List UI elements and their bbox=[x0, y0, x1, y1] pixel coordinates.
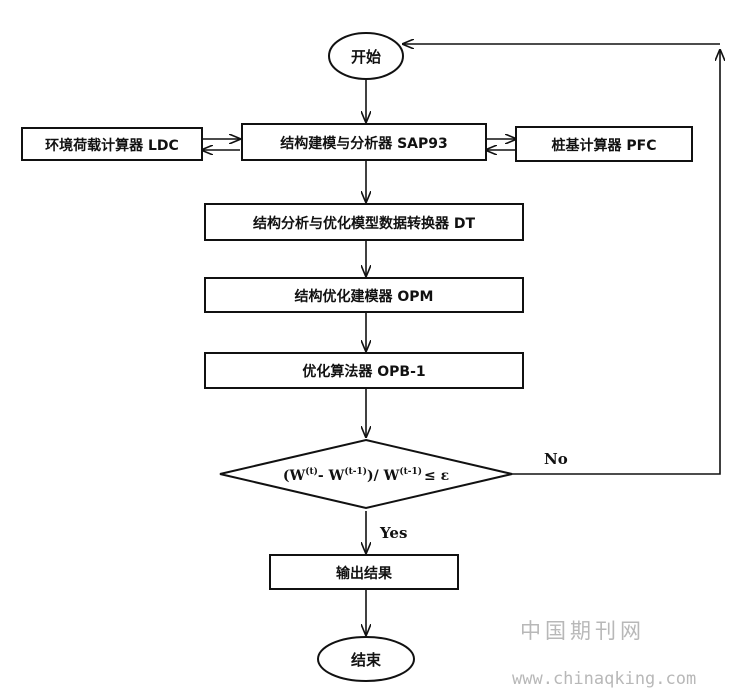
yes-label: Yes bbox=[379, 524, 407, 542]
pfc-label: 桩基计算器 PFC bbox=[552, 137, 657, 154]
sap-label: 结构建模与分析器 SAP93 bbox=[280, 135, 448, 152]
condition-sup1: (t) bbox=[305, 466, 318, 477]
condition-node: (W(t)- W(t-1))/ W(t-1)≤ ε bbox=[219, 438, 513, 510]
ldc-node: 环境荷载计算器 LDC bbox=[21, 127, 203, 161]
no-label: No bbox=[544, 450, 568, 468]
output-label: 输出结果 bbox=[336, 565, 393, 582]
start-node: 开始 bbox=[328, 32, 404, 80]
condition-label: (W(t)- W(t-1))/ W(t-1)≤ ε bbox=[283, 466, 449, 484]
opm-label: 结构优化建模器 OPM bbox=[295, 288, 434, 305]
condition-minus: - W bbox=[318, 468, 345, 484]
condition-sup2: (t-1) bbox=[344, 466, 367, 477]
condition-slash: )/ W bbox=[367, 468, 400, 484]
output-node: 输出结果 bbox=[269, 554, 459, 590]
dt-label: 结构分析与优化模型数据转换器 DT bbox=[253, 215, 475, 232]
opb-node: 优化算法器 OPB-1 bbox=[204, 352, 524, 389]
connectors bbox=[202, 44, 720, 635]
condition-sup3: (t-1) bbox=[399, 466, 422, 477]
pfc-node: 桩基计算器 PFC bbox=[515, 126, 693, 162]
sap-node: 结构建模与分析器 SAP93 bbox=[241, 123, 487, 161]
condition-le: ≤ ε bbox=[424, 468, 449, 484]
opm-node: 结构优化建模器 OPM bbox=[204, 277, 524, 313]
end-node: 结束 bbox=[317, 636, 415, 682]
edge-no-loop bbox=[512, 50, 720, 475]
condition-open: (W bbox=[283, 468, 306, 484]
dt-node: 结构分析与优化模型数据转换器 DT bbox=[204, 203, 524, 241]
ldc-label: 环境荷载计算器 LDC bbox=[45, 137, 179, 154]
opb-label: 优化算法器 OPB-1 bbox=[302, 363, 425, 380]
start-label: 开始 bbox=[351, 48, 381, 66]
end-label: 结束 bbox=[351, 651, 382, 669]
watermark-url: www.chinaqking.com bbox=[512, 669, 696, 689]
watermark-site-name: 中国期刊网 bbox=[520, 619, 645, 643]
